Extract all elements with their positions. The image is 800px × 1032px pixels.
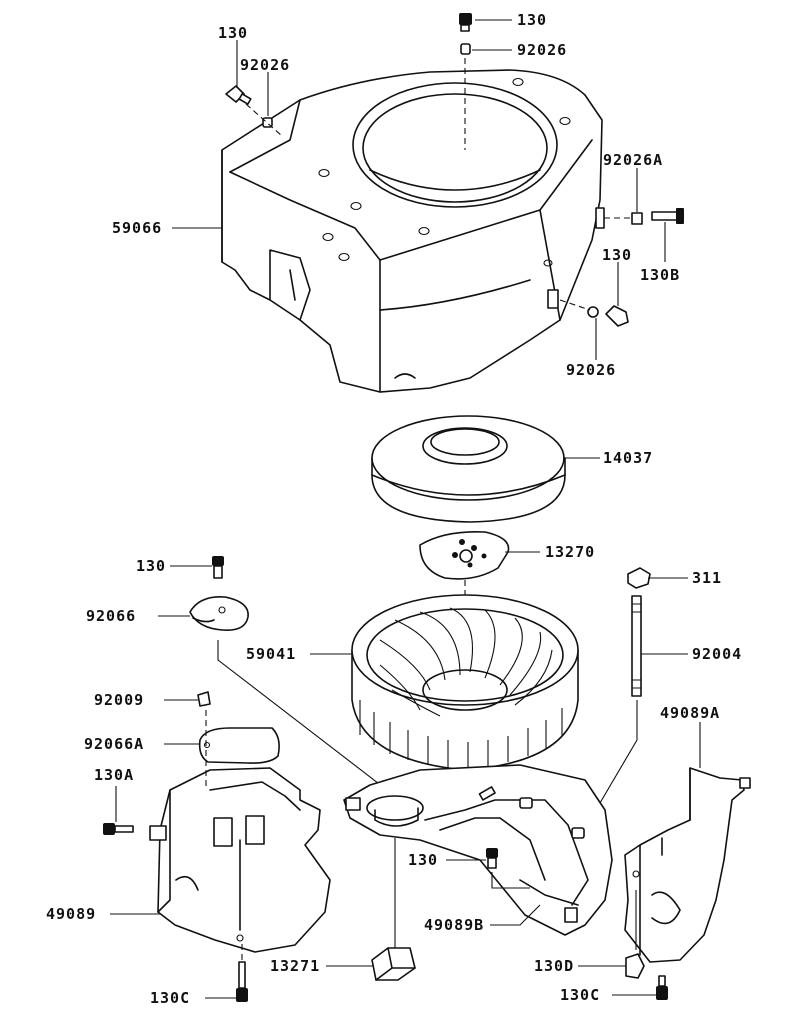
bottom-bolt-130c-left	[236, 961, 248, 1002]
right-bolt-130	[605, 305, 629, 327]
right-cover	[624, 767, 751, 963]
label-right-bolt-b: 130B	[640, 266, 680, 284]
stud-92004	[631, 595, 642, 697]
label-stud-nut: 311	[692, 569, 722, 587]
cooling-fan	[351, 594, 579, 771]
label-top-bolt: 130	[517, 11, 547, 29]
top-collar-92026	[460, 43, 471, 55]
leader-lines	[110, 19, 701, 999]
label-bracket: 13271	[270, 957, 320, 975]
left-bolt-130	[225, 85, 252, 105]
label-left-cover: 49089	[46, 905, 96, 923]
label-baffle-bolt: 130	[408, 851, 438, 869]
label-left-cover-bolt: 130A	[94, 766, 134, 784]
label-stud: 92004	[692, 645, 742, 663]
grass-screen	[371, 415, 566, 523]
label-top-collar: 92026	[517, 41, 567, 59]
fan-plate	[419, 530, 510, 580]
label-right-bottom-bolt-d: 130D	[534, 957, 574, 975]
label-bottom-bolt-c-right: 130C	[560, 986, 600, 1004]
fan-washer-92066	[189, 595, 249, 632]
right-bolt-130b	[651, 208, 684, 224]
blower-housing	[221, 69, 605, 393]
label-gasket: 92066A	[84, 735, 144, 753]
right-collar-92026a	[631, 212, 643, 225]
top-bolt-130	[459, 13, 472, 32]
washer-guide-line	[217, 640, 401, 801]
label-right-collar: 92026	[566, 361, 616, 379]
label-baffle: 49089B	[424, 916, 484, 934]
fan-bolt-130	[212, 556, 224, 579]
label-fan: 59041	[246, 645, 296, 663]
label-plate: 13270	[545, 543, 595, 561]
left-cover-bolt-130a	[103, 823, 134, 835]
grommet-92009	[197, 691, 211, 707]
gasket-92066a	[198, 727, 280, 764]
label-right-collar-a: 92026A	[603, 151, 663, 169]
baffle-bolt-130	[486, 848, 498, 869]
right-bottom-bolt-130d	[625, 953, 645, 979]
label-left-collar: 92026	[240, 56, 290, 74]
right-collar-92026	[587, 306, 599, 318]
label-bottom-bolt-c-left: 130C	[150, 989, 190, 1007]
baffle-plate	[343, 764, 613, 936]
label-fan-bolt: 130	[136, 557, 166, 575]
left-dash-line	[245, 103, 283, 137]
part-labels: 130 92026 130 92026 59066 92026A 130B 13…	[46, 11, 742, 1007]
label-right-bolt: 130	[602, 246, 632, 264]
label-fan-washer: 92066	[86, 607, 136, 625]
stud-guide-line	[589, 700, 638, 821]
label-screen: 14037	[603, 449, 653, 467]
label-housing: 59066	[112, 219, 162, 237]
left-cover	[149, 767, 331, 953]
bottom-bolt-130c-right	[656, 975, 668, 1000]
label-grommet: 92009	[94, 691, 144, 709]
bracket	[371, 947, 416, 981]
label-right-cover: 49089A	[660, 704, 720, 722]
right-dash-line-lower	[559, 299, 591, 311]
stud-nut-311	[627, 567, 651, 589]
label-left-bolt: 130	[218, 24, 248, 42]
baffle-bolt-guide	[491, 872, 530, 889]
